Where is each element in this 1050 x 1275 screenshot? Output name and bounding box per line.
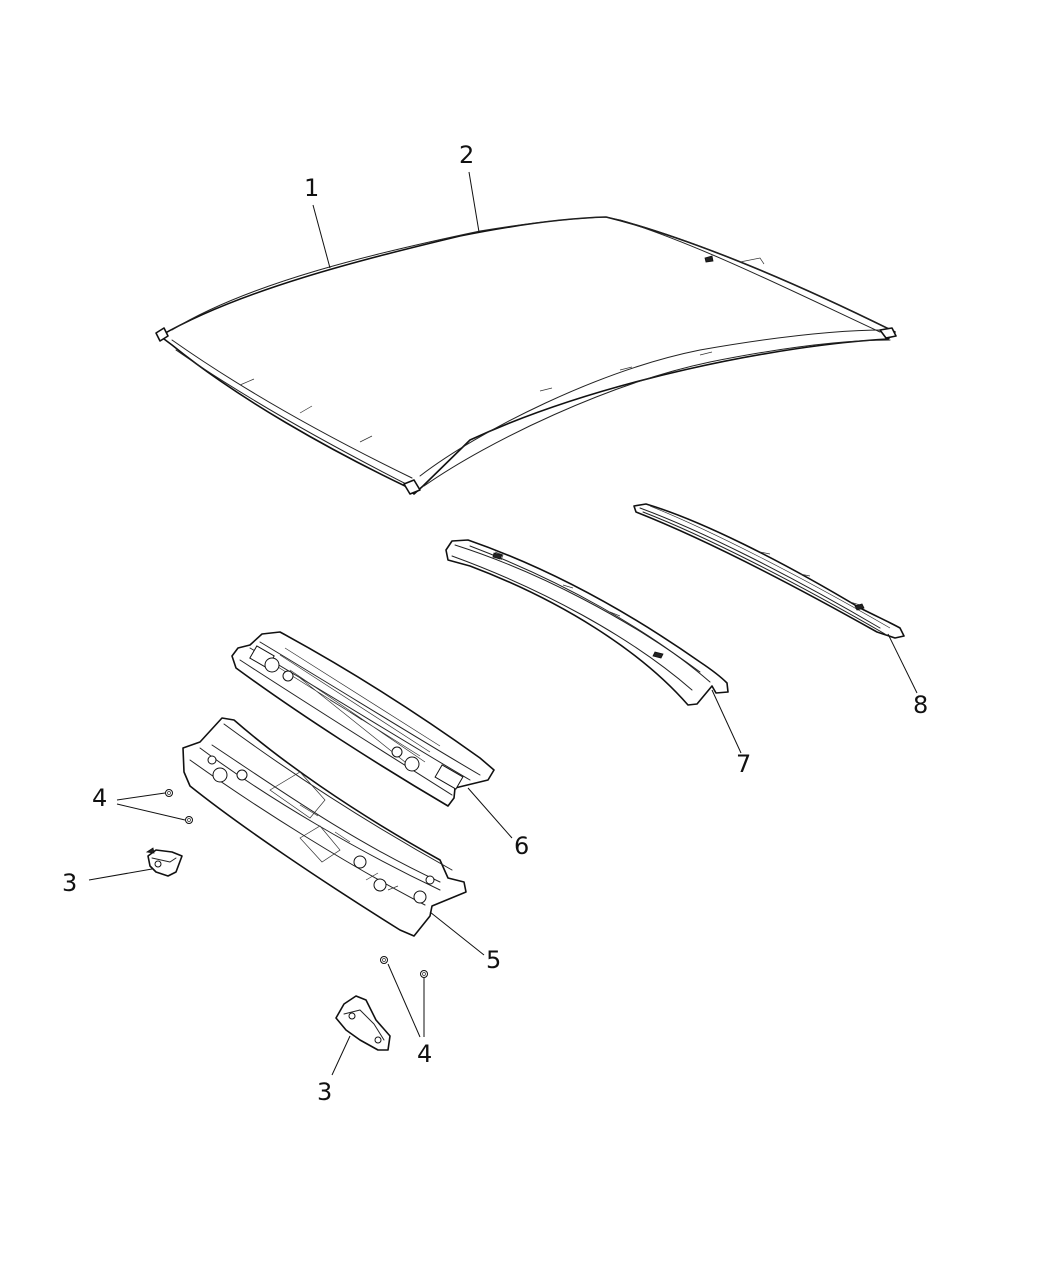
leader-5	[429, 911, 485, 956]
leader-3b	[331, 1035, 351, 1076]
leader-lines	[88, 171, 918, 1076]
leader-3a	[88, 868, 153, 881]
callout-4-lower: 4	[417, 1040, 432, 1068]
leader-7	[711, 689, 742, 754]
rear-roof-rail	[633, 503, 905, 639]
roof-panel	[155, 216, 897, 495]
leader-4a-2	[116, 803, 186, 821]
front-header-inner	[231, 631, 495, 807]
bracket-upper	[145, 847, 183, 877]
fastener-3	[380, 956, 388, 964]
callout-6: 6	[514, 832, 529, 860]
leader-6	[467, 787, 513, 839]
middle-roof-bow	[445, 539, 729, 706]
bracket-lower	[335, 995, 391, 1051]
leader-2	[468, 171, 480, 233]
callout-3-lower: 3	[317, 1078, 332, 1106]
fastener-2	[185, 816, 193, 824]
callout-3-upper: 3	[62, 869, 77, 897]
leader-1	[312, 204, 331, 269]
callout-8: 8	[913, 691, 928, 719]
callout-5: 5	[486, 946, 501, 974]
fastener-1	[165, 789, 173, 797]
callout-1: 1	[304, 174, 319, 202]
callout-2: 2	[459, 141, 474, 169]
leader-8	[887, 633, 918, 694]
callout-4-upper: 4	[92, 784, 107, 812]
leader-4a-1	[116, 792, 166, 801]
leader-4b-1	[387, 963, 421, 1038]
front-header-outer	[182, 717, 467, 937]
fastener-4	[420, 970, 428, 978]
callout-7: 7	[736, 750, 751, 778]
callout-labels: 1 2 3 3 4 4 5 6 7 8	[62, 141, 928, 1106]
